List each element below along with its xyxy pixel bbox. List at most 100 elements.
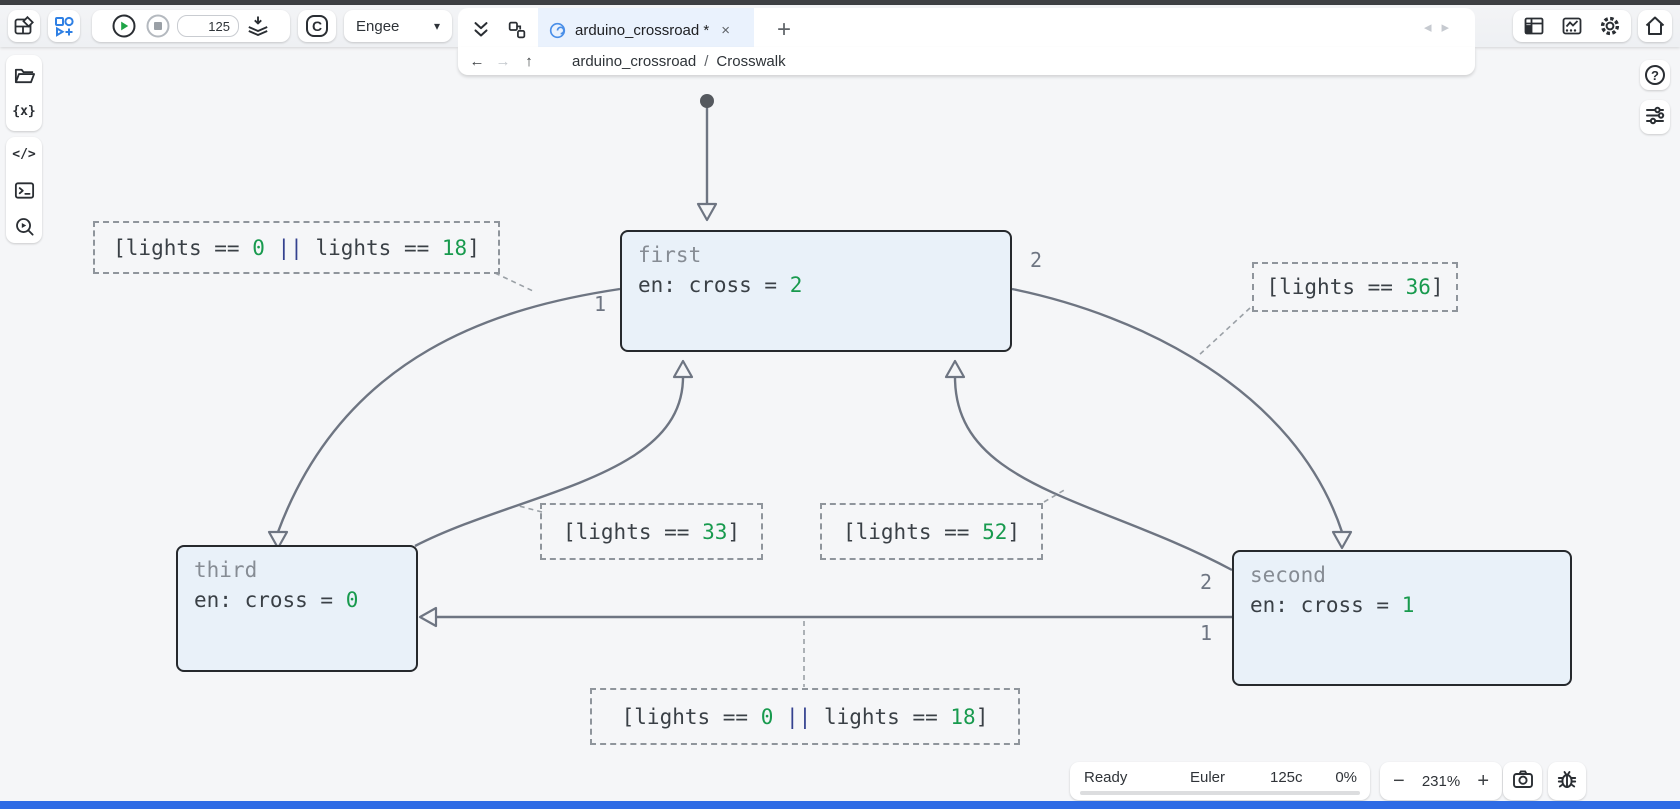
progress-bar xyxy=(1080,791,1360,795)
arrowhead-into-third-top xyxy=(267,530,289,550)
home-button[interactable] xyxy=(1638,10,1672,42)
arrowhead-into-first-bottom-left xyxy=(672,359,694,379)
sliders-icon xyxy=(1643,103,1667,132)
guard-text: [lights == xyxy=(1266,275,1406,299)
guard-connector-right xyxy=(1197,307,1251,357)
screenshot-button[interactable] xyxy=(1503,762,1542,800)
status-text: Ready xyxy=(1084,769,1128,786)
debug-button[interactable] xyxy=(1548,762,1586,800)
zoom-level: 231% xyxy=(1421,772,1461,790)
guard-value: 18 xyxy=(441,235,468,260)
workspace-button[interactable] xyxy=(8,10,40,42)
environment-selector[interactable]: Engee ▾ xyxy=(344,10,452,42)
guard-value: 52 xyxy=(982,519,1008,544)
guard-value: 0 xyxy=(252,235,265,260)
simulation-controls xyxy=(92,10,290,42)
split-view-button[interactable] xyxy=(502,15,532,45)
state-second-entry-action: en: cross = 1 xyxy=(1250,590,1554,620)
code-icon: </> xyxy=(12,146,36,162)
priority-first-to-second: 2 xyxy=(1030,248,1043,272)
arrowhead-into-third-right xyxy=(418,606,438,628)
bottom-accent-bar xyxy=(0,801,1680,809)
zoom-in-button[interactable]: + xyxy=(1477,770,1489,792)
codegen-icon: C xyxy=(306,15,328,37)
state-third-entry-action: en: cross = 0 xyxy=(194,585,400,615)
guard-label-third-to-first[interactable]: [lights == 33] xyxy=(540,503,763,560)
run-button[interactable] xyxy=(109,11,139,41)
new-tab-button[interactable]: + xyxy=(776,16,791,43)
guard-value: 36 xyxy=(1405,275,1431,299)
add-blocks-button[interactable] xyxy=(48,10,80,42)
guard-text: [lights == xyxy=(562,519,703,544)
breadcrumb-separator: / xyxy=(704,52,709,70)
tab-scroll-buttons[interactable]: ◂▸ xyxy=(1424,18,1459,36)
up-button[interactable]: ↑ xyxy=(525,52,533,70)
layers-apply-icon[interactable] xyxy=(243,11,273,41)
guard-value: 18 xyxy=(950,704,976,729)
guard-text: [lights == xyxy=(842,519,983,544)
plots-button[interactable] xyxy=(1557,11,1587,41)
state-third-title: third xyxy=(194,558,258,582)
tab-scroll-left-icon[interactable]: ◂ xyxy=(1423,19,1442,36)
state-third[interactable]: third en: cross = 0 xyxy=(176,545,418,672)
guard-label-second-to-third[interactable]: [lights == 0 || lights == 18] xyxy=(590,688,1020,745)
solver-name: Euler xyxy=(1190,769,1226,786)
guard-label-second-to-first[interactable]: [lights == 52] xyxy=(820,503,1043,560)
workspace-edit-icon xyxy=(12,14,36,38)
initial-state-dot[interactable] xyxy=(700,94,714,108)
simulation-status-panel: Ready Euler 125c 0% xyxy=(1070,762,1370,800)
data-table-button[interactable] xyxy=(1519,11,1549,41)
back-button[interactable]: ← xyxy=(469,52,485,70)
stop-button[interactable] xyxy=(143,11,173,41)
edge-third-to-first[interactable] xyxy=(414,376,685,548)
settings-gear-icon[interactable] xyxy=(1595,11,1625,41)
window-edge-strip xyxy=(0,0,1680,5)
edge-second-to-first[interactable] xyxy=(953,376,1233,572)
terminal-button[interactable] xyxy=(9,175,39,205)
guard-connector-mid-left xyxy=(518,505,543,513)
tab-scroll-right-icon[interactable]: ▸ xyxy=(1441,19,1459,36)
breadcrumb-chart[interactable]: Crosswalk xyxy=(716,52,786,70)
chevron-down-icon: ▾ xyxy=(433,19,440,33)
state-second-expr: en: cross = xyxy=(1250,593,1402,617)
guard-text: [lights == xyxy=(113,235,253,260)
sim-time-input[interactable] xyxy=(177,15,239,37)
forward-button[interactable]: → xyxy=(495,52,511,70)
state-first[interactable]: first en: cross = 2 xyxy=(620,230,1012,352)
guard-connector-mid-right xyxy=(1043,488,1067,503)
guard-text: ] xyxy=(1430,275,1444,299)
guard-text: [lights == xyxy=(621,704,761,729)
guard-label-first-to-third[interactable]: [lights == 0 || lights == 18] xyxy=(93,221,500,274)
state-first-entry-action: en: cross = 2 xyxy=(638,270,994,300)
help-button[interactable]: ? xyxy=(1640,60,1670,90)
breadcrumb-model[interactable]: arduino_crossroad xyxy=(572,52,697,70)
arrowhead-into-first-top xyxy=(696,202,718,222)
display-settings-button[interactable] xyxy=(1640,100,1670,134)
files-button[interactable] xyxy=(9,60,39,90)
breadcrumb: arduino_crossroad / Crosswalk xyxy=(572,53,786,70)
camera-icon xyxy=(1511,767,1535,796)
guard-connector-top-left xyxy=(494,272,534,292)
model-spiral-icon xyxy=(548,21,567,40)
priority-second-to-third: 1 xyxy=(1200,621,1213,645)
zoom-control: − 231% + xyxy=(1380,762,1502,800)
collapse-tabs-button[interactable] xyxy=(466,15,496,45)
code-editor-button[interactable]: </> xyxy=(9,139,39,169)
inspect-button[interactable] xyxy=(9,211,39,241)
tab-title: arduino_crossroad * xyxy=(575,21,710,39)
view-toggle-group xyxy=(1513,10,1631,42)
edge-first-to-second[interactable] xyxy=(1011,287,1344,533)
guard-label-first-to-second[interactable]: [lights == 36] xyxy=(1252,262,1458,312)
variables-button[interactable]: {x} xyxy=(9,96,39,126)
sidebar-panel-tools: </> xyxy=(6,137,42,243)
close-tab-icon[interactable]: × xyxy=(721,21,731,39)
guard-or-operator: || xyxy=(773,704,824,729)
state-second-value: 1 xyxy=(1401,593,1415,617)
zoom-out-button[interactable]: − xyxy=(1393,770,1405,792)
codegen-button[interactable]: C xyxy=(298,10,336,42)
edge-first-to-third[interactable] xyxy=(276,287,621,533)
guard-value: 0 xyxy=(760,704,774,729)
state-second[interactable]: second en: cross = 1 xyxy=(1232,550,1572,686)
